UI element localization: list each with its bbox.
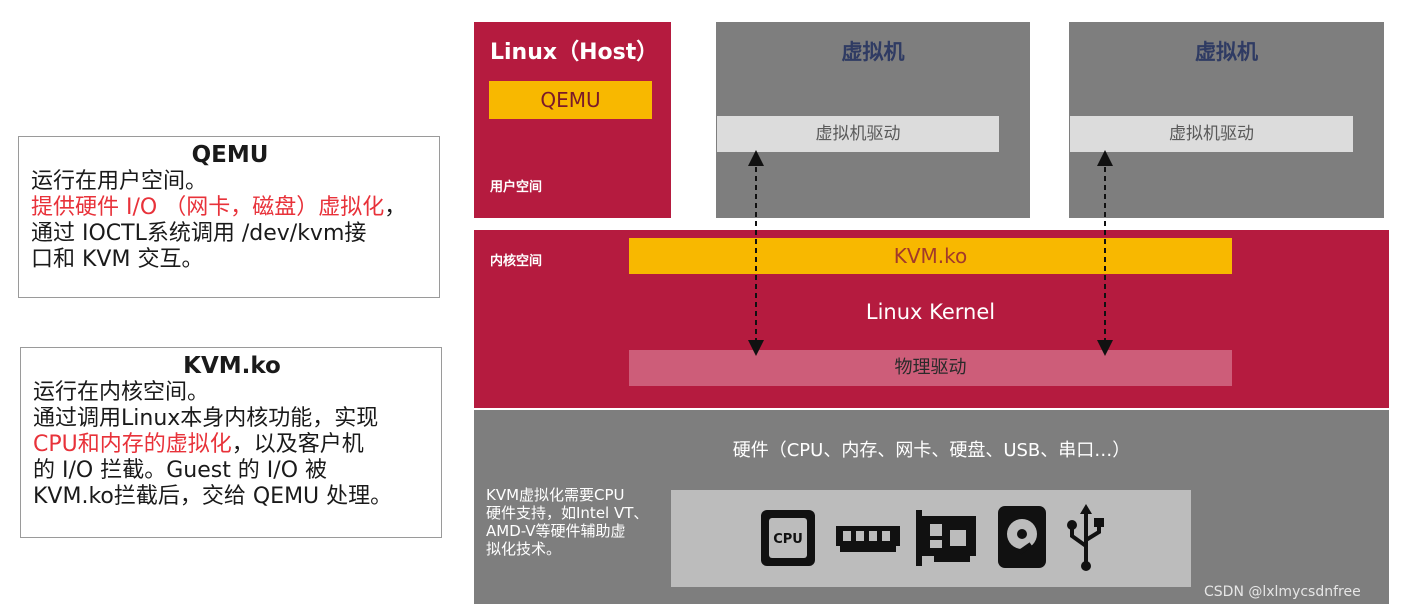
kvm-note-line-2: 通过调用Linux本身内核功能，实现 <box>33 406 379 431</box>
kvm-note-line-3: CPU和内存的虚拟化，以及客户机 <box>33 432 431 458</box>
linux-kernel-label: Linux Kernel <box>865 300 996 324</box>
hardware-block: 硬件（CPU、内存、网卡、硬盘、USB、串口…） KVM虚拟化需要CPU 硬件支… <box>474 410 1389 604</box>
user-space-label: 用户空间 <box>490 180 543 195</box>
qemu-note-highlight: 提供硬件 I/O （网卡，磁盘）虚拟化 <box>31 195 385 220</box>
kvm-note-title: KVM.ko <box>183 353 281 379</box>
qemu-box: QEMU <box>489 81 652 119</box>
kvm-note-line-4: 的 I/O 拦截。Guest 的 I/O 被 <box>33 458 328 483</box>
hardware-title: 硬件（CPU、内存、网卡、硬盘、USB、串口…） <box>732 440 1131 461</box>
hardware-note-line-3: AMD-V等硬件辅助虚 <box>486 522 626 540</box>
cpu-icon: CPU <box>761 510 815 566</box>
hardware-note-line-2: 硬件支持，如Intel VT、 <box>486 504 649 522</box>
memory-icon <box>836 526 900 552</box>
physical-driver-bar: 物理驱动 <box>629 350 1232 386</box>
kvm-note-line-5: KVM.ko拦截后，交给 QEMU 处理。 <box>33 484 393 509</box>
qemu-note-line-2-tail: ， <box>384 195 407 220</box>
qemu-note-line-2: 提供硬件 I/O （网卡，磁盘）虚拟化， <box>31 195 429 221</box>
qemu-note-box: QEMU 运行在用户空间。 提供硬件 I/O （网卡，磁盘）虚拟化， 通过 IO… <box>18 136 440 298</box>
qemu-note-title: QEMU <box>191 142 269 168</box>
watermark: CSDN @lxlmycsdnfree <box>1204 584 1361 600</box>
vm-2-driver: 虚拟机驱动 <box>1070 116 1353 152</box>
kvm-note-highlight: CPU和内存的虚拟化 <box>33 432 232 457</box>
virtual-machine-2: 虚拟机 虚拟机驱动 <box>1069 22 1384 218</box>
vm-1-driver: 虚拟机驱动 <box>717 116 999 152</box>
vm-1-title: 虚拟机 <box>841 40 905 64</box>
linux-host-title: Linux（Host） <box>490 40 659 65</box>
cpu-icon-label: CPU <box>773 532 803 547</box>
hardware-note-line-1: KVM虚拟化需要CPU <box>486 486 625 504</box>
hardware-icons-panel: CPU <box>671 490 1191 587</box>
qemu-note-line-4: 口和 KVM 交互。 <box>31 247 204 272</box>
qemu-note-line-1: 运行在用户空间。 <box>31 169 208 194</box>
network-card-icon <box>916 510 976 566</box>
virtual-machine-1: 虚拟机 虚拟机驱动 <box>716 22 1030 218</box>
kvm-ko-bar: KVM.ko <box>629 238 1232 274</box>
kvm-note-line-1: 运行在内核空间。 <box>33 380 210 405</box>
linux-host-block: Linux（Host） QEMU 用户空间 <box>474 22 671 218</box>
kvm-note-box: KVM.ko 运行在内核空间。 通过调用Linux本身内核功能，实现 CPU和内… <box>20 347 442 538</box>
vm-2-title: 虚拟机 <box>1195 40 1258 64</box>
kernel-space-block: 内核空间 KVM.ko Linux Kernel 物理驱动 <box>474 230 1389 408</box>
hardware-note-line-4: 拟化技术。 <box>486 540 562 558</box>
hard-disk-icon <box>998 506 1046 568</box>
usb-icon <box>1067 504 1104 571</box>
kvm-note-line-3-tail: ，以及客户机 <box>231 432 364 457</box>
hardware-note: KVM虚拟化需要CPU 硬件支持，如Intel VT、 AMD-V等硬件辅助虚 … <box>486 486 676 558</box>
kernel-space-label: 内核空间 <box>490 254 543 269</box>
qemu-note-line-3: 通过 IOCTL系统调用 /dev/kvm接 <box>31 221 367 246</box>
